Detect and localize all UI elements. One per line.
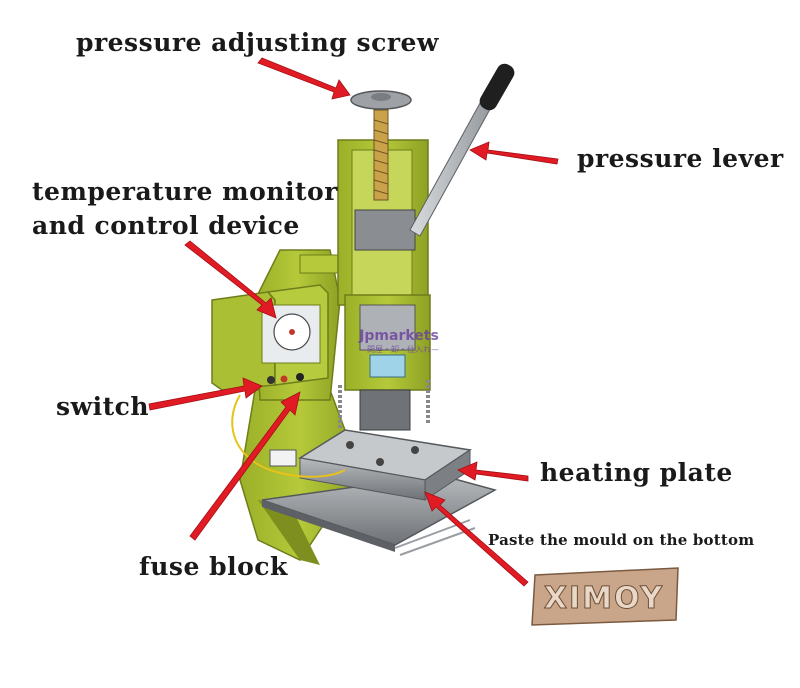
- label-fuse-block: fuse block: [139, 552, 288, 581]
- label-temperature-line2: and control device: [32, 211, 300, 240]
- press-column: [337, 90, 429, 306]
- pressure-lever: [409, 63, 515, 237]
- control-box: [211, 284, 329, 391]
- callout-arrows: [148, 57, 559, 587]
- label-pressure-adjusting-screw: pressure adjusting screw: [76, 28, 439, 57]
- wiring: [231, 394, 346, 478]
- mould-text: XIMOY: [544, 581, 664, 616]
- press-head: [338, 294, 431, 431]
- watermark-subtitle: —問屋・卸・仕入れ—: [359, 345, 439, 354]
- label-pressure-lever: pressure lever: [577, 144, 784, 173]
- watermark-brand: Jpmarkets: [359, 328, 439, 344]
- label-paste-mould: Paste the mould on the bottom: [488, 531, 755, 549]
- label-temperature-monitor: temperature monitor and control device: [32, 175, 338, 243]
- mould-sample: XIMOY: [531, 567, 679, 626]
- heating-plate: [297, 429, 473, 501]
- arrow-temperature: [184, 240, 277, 319]
- arrow-switch: [148, 377, 263, 411]
- watermark: Jpmarkets —問屋・卸・仕入れ—: [334, 328, 464, 368]
- label-switch: switch: [56, 392, 150, 421]
- label-temperature-line1: temperature monitor: [32, 177, 338, 206]
- arrow-fuse: [189, 391, 301, 541]
- label-heating-plate: heating plate: [540, 458, 733, 487]
- arrow-screw: [257, 57, 351, 100]
- arrow-lever: [469, 141, 559, 165]
- arrow-mould: [424, 491, 529, 587]
- arrow-heating-plate: [457, 461, 529, 482]
